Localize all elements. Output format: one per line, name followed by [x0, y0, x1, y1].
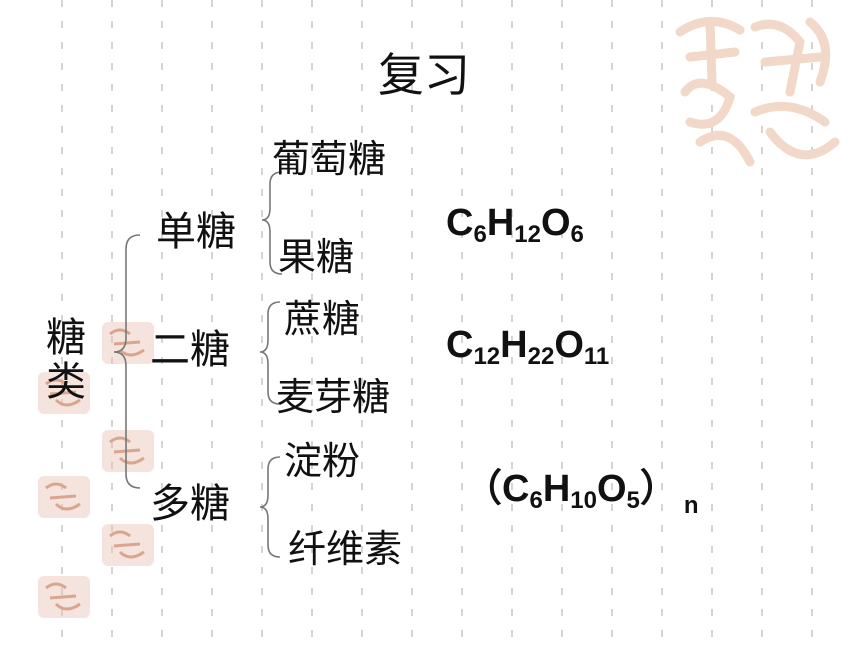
root-char: 糖	[46, 315, 86, 361]
formula-disaccharide: C12H22O11	[446, 324, 610, 370]
root-char: 类	[46, 359, 86, 405]
item-glucose: 葡萄糖	[272, 137, 387, 181]
item-fructose: 果糖	[278, 235, 355, 279]
brace-disaccharide	[259, 301, 281, 405]
item-maltose: 麦芽糖	[276, 375, 391, 419]
seal-icon	[102, 430, 154, 472]
auspicious-seal-watermark-icon	[675, 17, 840, 167]
category-disaccharide: 二糖	[150, 327, 230, 373]
item-sucrose: 蔗糖	[284, 297, 361, 341]
brace-monosaccharide	[261, 171, 283, 275]
category-monosaccharide: 单糖	[156, 209, 236, 255]
seal-icon	[102, 322, 154, 364]
brace-polysaccharide	[259, 456, 281, 558]
seal-icon	[38, 372, 90, 414]
root-brace	[113, 234, 141, 489]
seal-icon	[102, 524, 154, 566]
category-polysaccharide: 多糖	[150, 481, 230, 527]
page-title: 复习	[378, 48, 470, 102]
seal-icon	[38, 576, 90, 618]
item-cellulose: 纤维素	[288, 527, 403, 571]
formula-monosaccharide: C6H12O6	[446, 202, 584, 248]
item-starch: 淀粉	[284, 439, 361, 483]
seal-icon	[38, 476, 90, 518]
formula-polysaccharide: （C6H10O5）n	[464, 468, 699, 519]
root-category-label: 糖 类	[46, 316, 86, 404]
